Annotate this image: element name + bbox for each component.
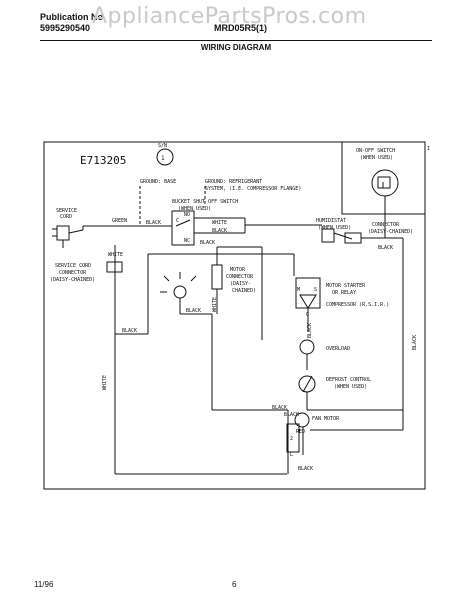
footer-date: 11/96 [34, 580, 54, 589]
diagram-border [43, 141, 426, 490]
service-connector-label-2: CONNECTOR [59, 270, 87, 276]
lamp [173, 285, 187, 299]
connector-right-label-1: CONNECTOR [372, 222, 400, 228]
motor-starter-label-2: OR RELAY [332, 290, 356, 296]
wire-black-c: BLACK [200, 240, 215, 246]
wire-black-g: BLACK [378, 245, 393, 251]
wire-black-f: BLACK [272, 405, 287, 411]
overload-symbol [299, 339, 315, 355]
onoff-switch-symbol [371, 169, 399, 197]
wire-white-c: WHITE [212, 297, 218, 312]
fan-motor-label: FAN MOTOR [312, 416, 340, 422]
diagram-code: E713205 [80, 154, 126, 167]
motor-connector-label-2: CONNECTOR [226, 274, 254, 280]
service-cord-label-1: SERVICE [56, 208, 77, 214]
onoff-label-2: (WHEN USED) [360, 155, 393, 161]
service-cord-label-2: CORD [60, 214, 72, 220]
compressor-symbol [299, 294, 317, 309]
switch-symbol-label: 1 [161, 155, 165, 162]
watermark: AppliancePartsPros.com [92, 4, 367, 29]
wire-white-b: WHITE [108, 252, 123, 258]
motor-connector-label-3: (DAISY- [230, 281, 251, 287]
compressor-label: COMPRESSOR (R.S.I.R.) [326, 302, 389, 308]
defrost-label-2: (WHEN USED) [334, 384, 367, 390]
overload-label: OVERLOAD [326, 346, 350, 352]
wire-black-j: BLACK [284, 412, 299, 418]
diagram-title: WIRING DIAGRAM [200, 43, 272, 52]
wire-black-b: BLACK [212, 228, 227, 234]
wire-black-h: BLACK [412, 335, 418, 350]
onoff-label-1: ON-OFF SWITCH [356, 148, 395, 154]
motor-connector-label-1: MOTOR [230, 267, 246, 273]
switch-nc-label: NC [184, 238, 190, 244]
motor-connector-label-4: CHAINED) [232, 288, 256, 294]
bucket-switch [171, 210, 195, 246]
ground-refrig-label-2: SYSTEM, (I.E. COMPRESSOR FLANGE) [205, 186, 301, 192]
switch-id-label: S/N [158, 143, 167, 149]
publication-label: Publication No. [40, 12, 106, 22]
bucket-switch-label-1: BUCKET SHUT OFF SWITCH [172, 199, 238, 205]
wire-green: GREEN [112, 218, 127, 224]
bucket-switch-label-2: (WHEN USED) [178, 206, 211, 212]
relay-m-label: M [297, 287, 300, 293]
motor-starter-label-1: MOTOR STARTER [326, 283, 366, 289]
motor-starter [295, 277, 321, 309]
switch-no-label: NO [184, 212, 190, 218]
wire-white-a: WHITE [212, 220, 227, 226]
fan-motor-symbol [294, 412, 310, 428]
defrost-label-1: DEFROST CONTROL [326, 377, 371, 383]
ground-refrig-label-1: GROUND: REFRIGERANT [205, 179, 262, 185]
wire-white-d: WHITE [102, 375, 108, 390]
fan-l-label: L [290, 452, 293, 458]
connector-right-label-2: (DAISY-CHAINED) [368, 229, 413, 235]
onoff-switch-box [341, 141, 426, 215]
border-marker: I [427, 146, 430, 152]
relay-s-label: S [314, 287, 317, 293]
header-rule [40, 40, 432, 41]
ground-base-label: GROUND: BASE [140, 179, 176, 185]
publication-number: 5995290540 [40, 23, 91, 33]
footer-page: 6 [232, 580, 237, 589]
service-connector-label-3: (DAISY-CHAINED) [50, 277, 95, 283]
wire-black-a: BLACK [146, 220, 161, 226]
service-connector-label-1: SERVICE CORD [55, 263, 91, 269]
motor-connector [211, 264, 223, 290]
humidistat [321, 228, 335, 243]
humidistat-label-2: (WHEN USED) [318, 225, 351, 231]
fan-2-label: 2 [290, 436, 293, 442]
compressor-c-label: C [306, 312, 309, 318]
wire-black-i: BLACK [307, 323, 313, 338]
wire-black-d: BLACK [122, 328, 137, 334]
model-number: MRD05R5(1) [214, 23, 268, 33]
service-cord-plug [56, 225, 70, 241]
switch-c-label: C [176, 218, 179, 224]
wire-red: RED [296, 429, 305, 435]
humidistat-label-1: HUMIDISTAT [316, 218, 346, 224]
wire-black-k: BLACK [298, 466, 313, 472]
wire-black-e: BLACK [186, 308, 201, 314]
switch-id-circle [156, 148, 174, 166]
